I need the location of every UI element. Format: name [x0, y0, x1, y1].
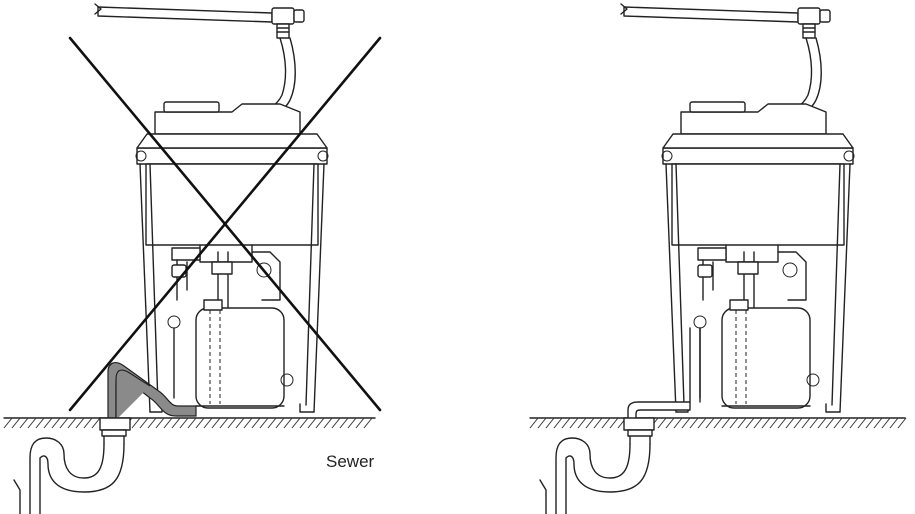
floor-hatch: [793, 417, 803, 429]
floor-hatch: [19, 417, 29, 429]
floor-hatch: [3, 417, 13, 429]
floor-hatch: [323, 417, 333, 429]
floor-hatch: [657, 417, 667, 429]
floor-hatch: [179, 417, 189, 429]
floor-hatch: [777, 417, 787, 429]
floor-hatch: [537, 417, 547, 429]
floor-hatch: [865, 417, 875, 429]
floor-hatch: [825, 417, 835, 429]
floor-hatch: [809, 417, 819, 429]
floor-hatch: [43, 417, 53, 429]
floor-hatch: [139, 417, 149, 429]
floor-hatch: [211, 417, 221, 429]
floor-hatch: [59, 417, 69, 429]
floor-hatch: [299, 417, 309, 429]
floor-hatch: [219, 417, 229, 429]
floor-hatch: [195, 417, 205, 429]
floor-hatch: [689, 417, 699, 429]
floor-hatch: [75, 417, 85, 429]
floor-hatch: [873, 417, 883, 429]
floor-hatch: [737, 417, 747, 429]
floor-hatch: [577, 417, 587, 429]
floor-hatch: [347, 417, 357, 429]
floor-hatch: [833, 417, 843, 429]
floor-hatch: [203, 417, 213, 429]
floor-hatch: [721, 417, 731, 429]
floor-hatch: [601, 417, 611, 429]
floor-hatch: [187, 417, 197, 429]
floor-hatch: [291, 417, 301, 429]
floor-hatch: [817, 417, 827, 429]
floor-hatch: [355, 417, 365, 429]
floor-hatch: [665, 417, 675, 429]
floor-hatch: [11, 417, 21, 429]
floor-hatch: [27, 417, 37, 429]
floor-hatch: [761, 417, 771, 429]
floor-hatch: [251, 417, 261, 429]
floor-hatch: [785, 417, 795, 429]
floor-hatch: [267, 417, 277, 429]
floor-hatch: [83, 417, 93, 429]
floor-hatch: [897, 417, 907, 429]
floor-hatch: [857, 417, 867, 429]
floor-hatch: [235, 417, 245, 429]
floor-hatch: [35, 417, 45, 429]
floor-hatch: [681, 417, 691, 429]
floor-hatch: [155, 417, 165, 429]
floor-hatch: [339, 417, 349, 429]
floor-hatch: [769, 417, 779, 429]
floor-hatch: [243, 417, 253, 429]
floor-hatch: [363, 417, 373, 429]
floor-hatch: [131, 417, 141, 429]
floor-hatch: [275, 417, 285, 429]
floor-hatch: [561, 417, 571, 429]
floor-hatch: [227, 417, 237, 429]
floor-hatch: [585, 417, 595, 429]
floor-hatch: [593, 417, 603, 429]
floor-hatch: [705, 417, 715, 429]
floor-hatch: [713, 417, 723, 429]
floor-hatch: [315, 417, 325, 429]
floor-hatch: [609, 417, 619, 429]
incorrect-installation: [3, 3, 382, 514]
floor-hatch: [283, 417, 293, 429]
floor-hatch: [729, 417, 739, 429]
floor-hatch: [801, 417, 811, 429]
floor-hatch: [331, 417, 341, 429]
correct-installation: [529, 3, 907, 514]
floor-hatch: [259, 417, 269, 429]
floor-hatch: [697, 417, 707, 429]
floor-hatch: [673, 417, 683, 429]
sewer-label: Sewer: [326, 452, 375, 471]
floor-hatch: [67, 417, 77, 429]
floor-hatch: [881, 417, 891, 429]
floor-hatch: [163, 417, 173, 429]
floor-hatch: [569, 417, 579, 429]
floor-hatch: [529, 417, 539, 429]
floor-hatch: [147, 417, 157, 429]
floor-hatch: [307, 417, 317, 429]
floor-hatch: [171, 417, 181, 429]
floor-hatch: [841, 417, 851, 429]
floor-hatch: [745, 417, 755, 429]
floor-hatch: [553, 417, 563, 429]
floor-hatch: [51, 417, 61, 429]
floor-hatch: [849, 417, 859, 429]
floor-hatch: [545, 417, 555, 429]
floor-hatch: [889, 417, 899, 429]
floor-hatch: [753, 417, 763, 429]
floor-hatch: [91, 417, 101, 429]
